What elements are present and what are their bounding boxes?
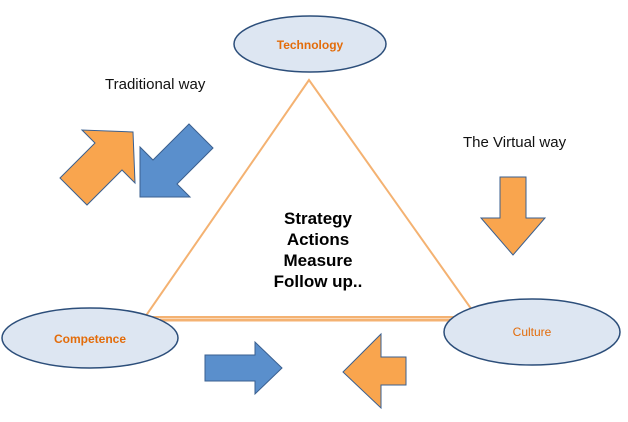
- culture-node[interactable]: [443, 298, 621, 366]
- traditional-way-label: Traditional way: [105, 76, 206, 93]
- center-text: Strategy Actions Measure Follow up..: [228, 208, 408, 292]
- center-line-measure: Measure: [283, 251, 353, 270]
- arrow-up-right-orange: [59, 129, 136, 206]
- competence-label: Competence: [53, 332, 127, 346]
- virtual-way-label: The Virtual way: [463, 134, 567, 151]
- center-line-strategy: Strategy: [283, 209, 353, 228]
- triangle: [143, 78, 479, 318]
- technology-node[interactable]: [233, 15, 387, 73]
- arrow-left-orange: [342, 332, 407, 410]
- arrow-down-orange: [479, 176, 547, 256]
- arrow-right-blue: [204, 340, 283, 396]
- center-line-follow-up: Follow up..: [273, 272, 363, 291]
- arrow-down-left-blue: [139, 123, 214, 198]
- technology-label: Technology: [276, 38, 344, 52]
- competence-node[interactable]: [1, 307, 179, 369]
- center-line-actions: Actions: [286, 230, 350, 249]
- culture-label: Culture: [512, 325, 552, 339]
